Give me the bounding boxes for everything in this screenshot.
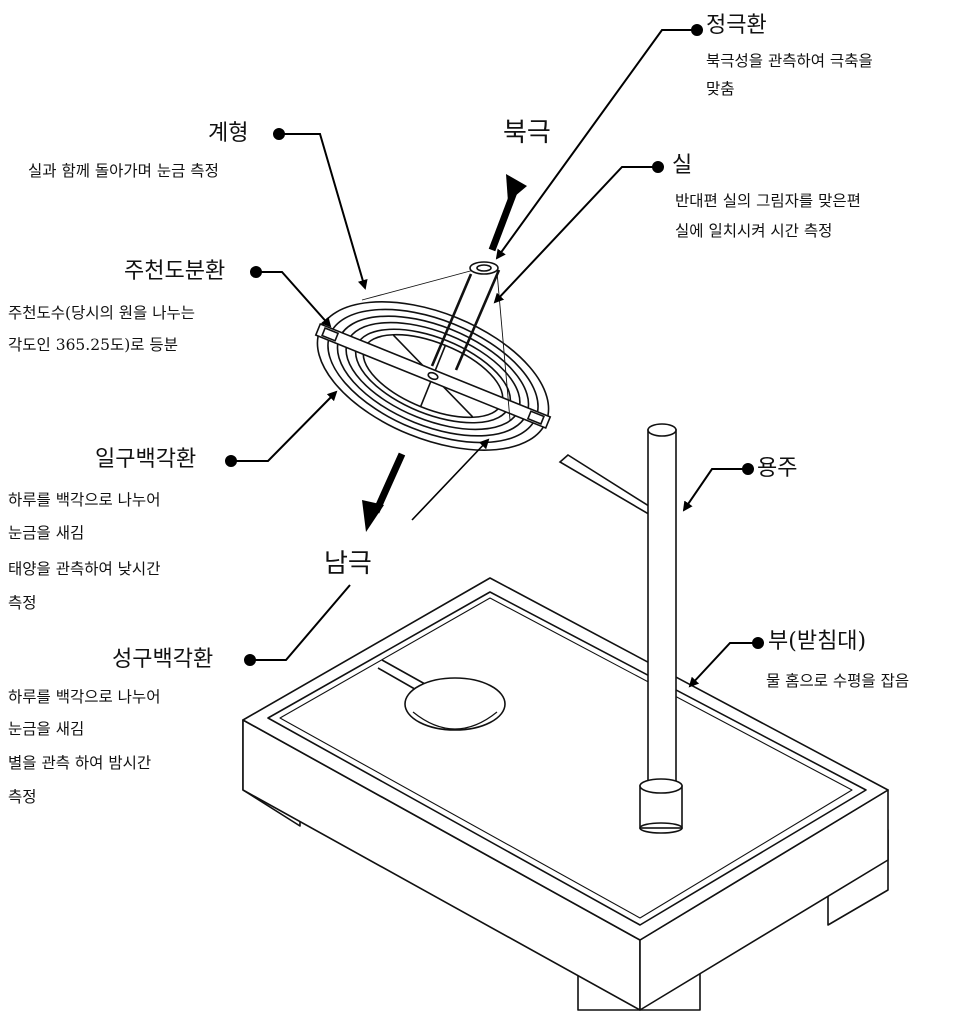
label-ilgu-desc-2: 눈금을 새김 [8,524,85,542]
label-sil-desc-1: 반대편 실의 그림자를 맞은편 [675,192,861,210]
leader-lines [225,24,764,688]
label-ilgu-desc-1: 하루를 백각으로 나누어 [8,491,161,509]
south-pole-label: 남극 [324,549,372,579]
direction-arrows [362,174,527,532]
label-jeonggeuk-title: 정극환 [706,13,767,38]
label-bu-title: 부(받침대) [768,629,867,654]
label-bu-desc-1: 물 홈으로 수평을 잡음 [766,672,910,690]
label-seonggu-desc-2: 눈금을 새김 [8,720,85,738]
north-pole-label: 북극 [503,118,551,148]
polar-ring-and-strings [361,261,511,421]
label-seonggu-desc-1: 하루를 백각으로 나누어 [8,688,161,706]
label-ilgu-desc-4: 측정 [8,594,37,612]
dial-rings [314,301,552,451]
label-jeonggeuk-desc-1: 북극성을 관측하여 극축을 [706,52,873,70]
label-sil-desc-2: 실에 일치시켜 시간 측정 [675,222,833,240]
base-stand [242,577,889,1011]
label-ilgu-title: 일구백각환 [95,447,197,472]
label-yongju-title: 용주 [757,456,798,481]
label-jucheon-desc-1: 주천도수(당시의 원을 나누는 [8,304,196,322]
label-jucheon-title: 주천도분환 [124,259,226,284]
label-seonggu-desc-4: 측정 [8,788,37,806]
label-sil-title: 실 [672,153,693,178]
label-gyehyeong-title: 계형 [208,121,249,146]
label-seonggu-desc-3: 별을 관측 하여 밤시간 [8,754,152,772]
label-gyehyeong-desc-1: 실과 함께 돌아가며 눈금 측정 [28,162,219,180]
label-ilgu-desc-3: 태양을 관측하여 낮시간 [8,560,161,578]
label-jeonggeuk-desc-2: 맞춤 [706,80,735,98]
pillar [558,423,683,834]
label-seonggu-title: 성구백각환 [112,647,214,672]
label-jucheon-desc-2: 각도인 365.25도)로 등분 [8,336,178,354]
